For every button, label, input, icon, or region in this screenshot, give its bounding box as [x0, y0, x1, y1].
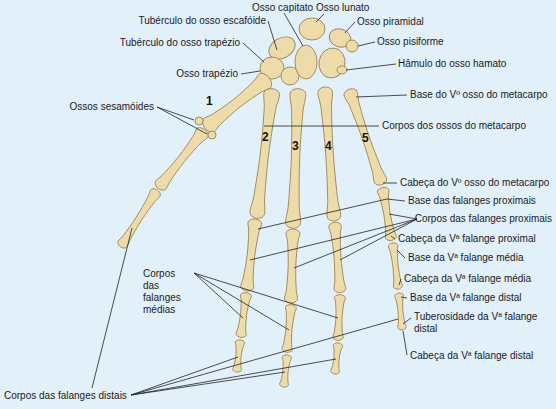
- leader-line: [131, 359, 336, 395]
- leader-line: [241, 71, 260, 74]
- leader-line: [356, 95, 407, 97]
- leader-line: [346, 64, 396, 70]
- leader-line: [92, 228, 132, 388]
- part-label: Corpos das falanges médias: [143, 268, 193, 316]
- part-label: Cabeça do Vº osso do metacarpo: [400, 177, 549, 189]
- long-bone: [395, 293, 406, 330]
- part-label: Base da Vª falange distal: [410, 292, 522, 304]
- long-bone: [203, 73, 272, 132]
- long-bone: [318, 87, 341, 221]
- part-label: Base das falanges proximais: [408, 195, 536, 207]
- part-label: Cabeça da Vª falange média: [404, 273, 531, 285]
- leader-line: [131, 357, 238, 395]
- part-label: Corpos dos ossos do metacarpo: [382, 120, 526, 132]
- leader-line: [131, 319, 398, 395]
- callout-number: 1: [206, 95, 213, 108]
- callout-number: 5: [362, 132, 369, 145]
- long-bone: [241, 219, 262, 291]
- part-label: Base da Vª falange média: [408, 252, 523, 264]
- carpal-bone: [346, 40, 358, 52]
- leader-line: [403, 318, 411, 324]
- part-label: Osso pisiforme: [377, 36, 444, 48]
- leader-line: [383, 183, 397, 184]
- part-label: Corpos das falanges distais: [4, 390, 127, 402]
- callout-number: 4: [325, 140, 332, 153]
- leader-line: [389, 214, 417, 219]
- long-bone: [284, 229, 299, 303]
- part-label: Cabeça da Vª falange distal: [410, 350, 533, 362]
- leader-line: [268, 21, 277, 50]
- part-label: Tuberosidade da Vª falange distal: [414, 311, 552, 335]
- long-bone: [155, 128, 208, 191]
- long-bone: [344, 89, 387, 185]
- long-bone: [250, 89, 280, 219]
- long-bone: [282, 305, 296, 353]
- part-label: Corpos das falanges proximais: [415, 213, 552, 225]
- part-label: Ossos sesamóides: [70, 101, 154, 113]
- part-label: Tubérculo do osso trapézio: [120, 37, 240, 49]
- part-label: Osso piramidal: [357, 16, 424, 28]
- long-bone: [280, 355, 292, 387]
- part-label: Osso capitato: [252, 2, 313, 14]
- leader-line: [264, 126, 379, 127]
- leader-line: [399, 279, 401, 285]
- leader-line: [401, 297, 407, 298]
- part-label: Hâmulo do osso hamato: [398, 58, 506, 70]
- part-label: Osso lunato: [316, 2, 369, 14]
- long-bone: [333, 295, 346, 341]
- leader-line: [194, 273, 338, 318]
- carpal-bone: [317, 46, 348, 80]
- bones: [118, 18, 406, 387]
- long-bone: [286, 89, 306, 229]
- long-bone: [388, 243, 402, 289]
- leader-line: [316, 14, 324, 22]
- part-label: Cabeça da Vª falange proximal: [398, 233, 536, 245]
- leader-line: [397, 250, 405, 258]
- long-bone: [331, 343, 343, 374]
- callout-number: 2: [262, 131, 269, 144]
- leader-line: [250, 219, 417, 260]
- carpal-bone: [337, 66, 347, 74]
- leader-line: [194, 273, 289, 330]
- leader-line: [194, 273, 243, 318]
- sesamoid-bone: [195, 117, 203, 125]
- part-label: Base do Vº osso do metacarpo: [410, 89, 548, 101]
- leader-line: [243, 43, 264, 62]
- long-bone: [329, 222, 346, 292]
- leader-line: [284, 13, 303, 46]
- callout-number: 3: [292, 140, 299, 153]
- leader-line: [391, 236, 395, 239]
- sesamoid-bone: [208, 131, 216, 139]
- long-bone: [377, 187, 396, 240]
- leader-line: [345, 22, 355, 33]
- long-bone: [118, 189, 161, 248]
- leader-line: [258, 199, 405, 229]
- leader-line: [157, 107, 194, 120]
- leader-line: [358, 42, 375, 46]
- leader-lines: [92, 13, 417, 395]
- part-label: Osso trapézio: [176, 68, 238, 80]
- leader-line: [131, 372, 285, 395]
- leader-line: [403, 331, 407, 355]
- long-bone: [233, 340, 245, 372]
- part-label: Tubérculo do osso escafóide: [139, 15, 267, 27]
- carpal-bone: [299, 18, 325, 40]
- leader-line: [157, 107, 207, 134]
- carpal-bone: [295, 45, 317, 79]
